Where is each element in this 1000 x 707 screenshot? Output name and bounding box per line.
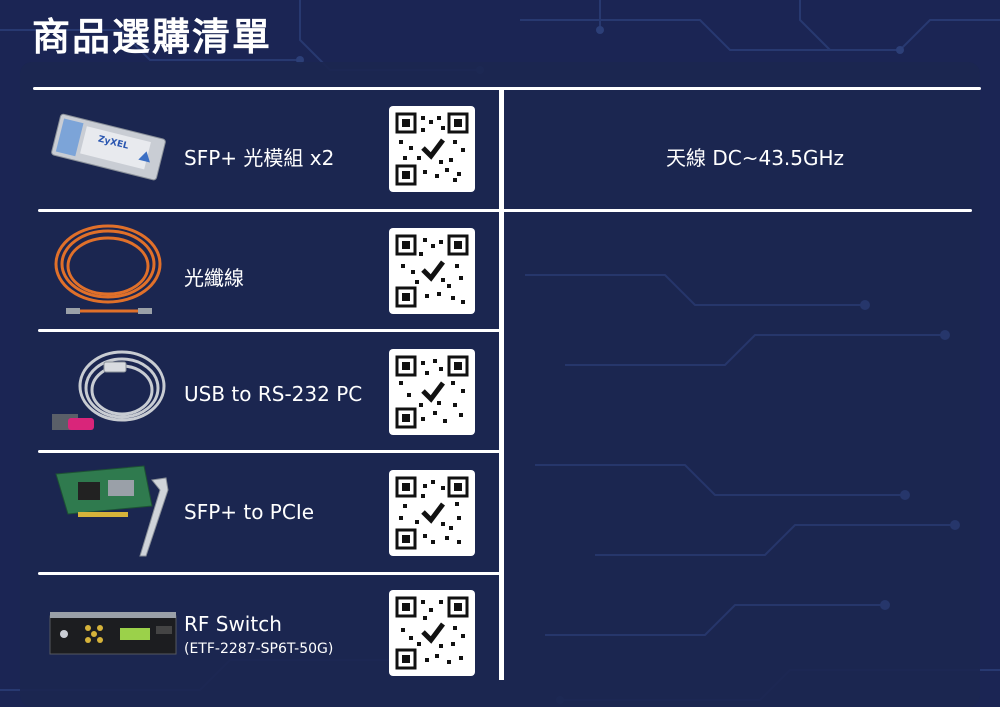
top-divider [33, 87, 981, 90]
panel-circuit-texture [525, 274, 960, 636]
item-label: SFP+ to PCIe [184, 500, 315, 524]
fiber-cable-icon [48, 220, 168, 325]
qr-code[interactable] [389, 470, 475, 556]
row-divider-3 [38, 450, 500, 453]
row-divider-4 [38, 572, 500, 575]
sfp-module-icon: ZyXEL [48, 104, 168, 199]
qr-code[interactable] [389, 590, 475, 676]
list-item: USB to RS-232 PC [38, 336, 498, 448]
list-item: ZyXEL SFP+ 光模組 x2 [38, 98, 498, 206]
item-label: RF Switch [184, 612, 282, 636]
list-item: 光纖線 [38, 216, 498, 326]
row-divider-2 [38, 329, 500, 332]
item-model-number: (ETF-2287-SP6T-50G) [184, 641, 334, 657]
qr-code[interactable] [389, 228, 475, 314]
usb-serial-cable-icon [48, 342, 168, 447]
qr-code[interactable] [389, 349, 475, 435]
column-divider [499, 89, 504, 680]
list-item: SFP+ to PCIe [38, 458, 498, 570]
item-label: 光纖線 [184, 266, 244, 290]
page-title: 商品選購清單 [32, 15, 273, 59]
item-label: SFP+ 光模組 x2 [184, 146, 335, 170]
rf-switch-icon [48, 610, 178, 665]
row-divider-1 [38, 209, 972, 212]
pcie-card-icon [48, 460, 178, 565]
item-label: USB to RS-232 PC [184, 382, 363, 406]
qr-code[interactable] [389, 106, 475, 192]
list-item: RF Switch (ETF-2287-SP6T-50G) [38, 580, 498, 680]
antenna-label: 天線 DC~43.5GHz [666, 146, 845, 170]
